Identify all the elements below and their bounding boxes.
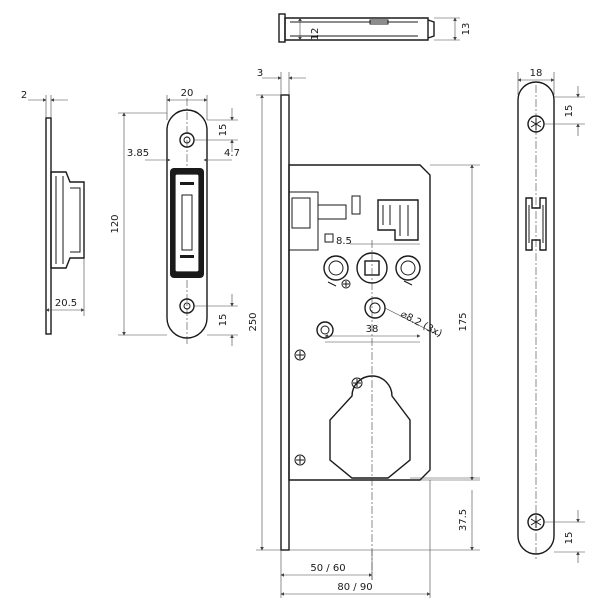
- top-view-height-label: 12: [310, 28, 321, 41]
- top-view-depth-label: 13: [461, 23, 472, 36]
- faceplate-width-label: 18: [530, 68, 543, 79]
- strike-offset-right-label: 4.7: [224, 148, 240, 159]
- lock-height-label: 250: [248, 312, 259, 331]
- strike-offset-left-label: 3.85: [127, 148, 149, 159]
- lock-body-front: 8.5 ⌀8.2 (3x) 38: [248, 68, 480, 598]
- faceplate-bottom-hole-label: 15: [564, 532, 575, 545]
- lock-backset-label: 50 / 60: [310, 563, 345, 574]
- side-depth-label: 20.5: [55, 298, 77, 309]
- lock-front-thickness-label: 3: [257, 68, 263, 79]
- strike-bottom-hole-label: 15: [218, 314, 229, 327]
- lock-screw-holes-label: ⌀8.2 (3x): [399, 309, 444, 340]
- faceplate-front: 18 15 15: [517, 68, 585, 563]
- strike-plate-front: 20 3.85 4.7 15 15 120: [110, 88, 240, 346]
- lock-center-distance-label: 175: [458, 312, 469, 331]
- strike-top-hole-label: 15: [218, 124, 229, 137]
- lock-bottom-offset-label: 37.5: [458, 509, 469, 531]
- strike-height-label: 120: [110, 214, 121, 233]
- side-thickness-label: 2: [21, 90, 27, 101]
- strike-side-view: 2 20.5: [21, 90, 85, 335]
- lock-spindle-label: 8.5: [336, 236, 352, 247]
- strike-width-label: 20: [181, 88, 194, 99]
- faceplate-top-hole-label: 15: [564, 105, 575, 118]
- lock-case-depth-label: 80 / 90: [337, 582, 372, 593]
- top-view: 12 13: [278, 13, 472, 43]
